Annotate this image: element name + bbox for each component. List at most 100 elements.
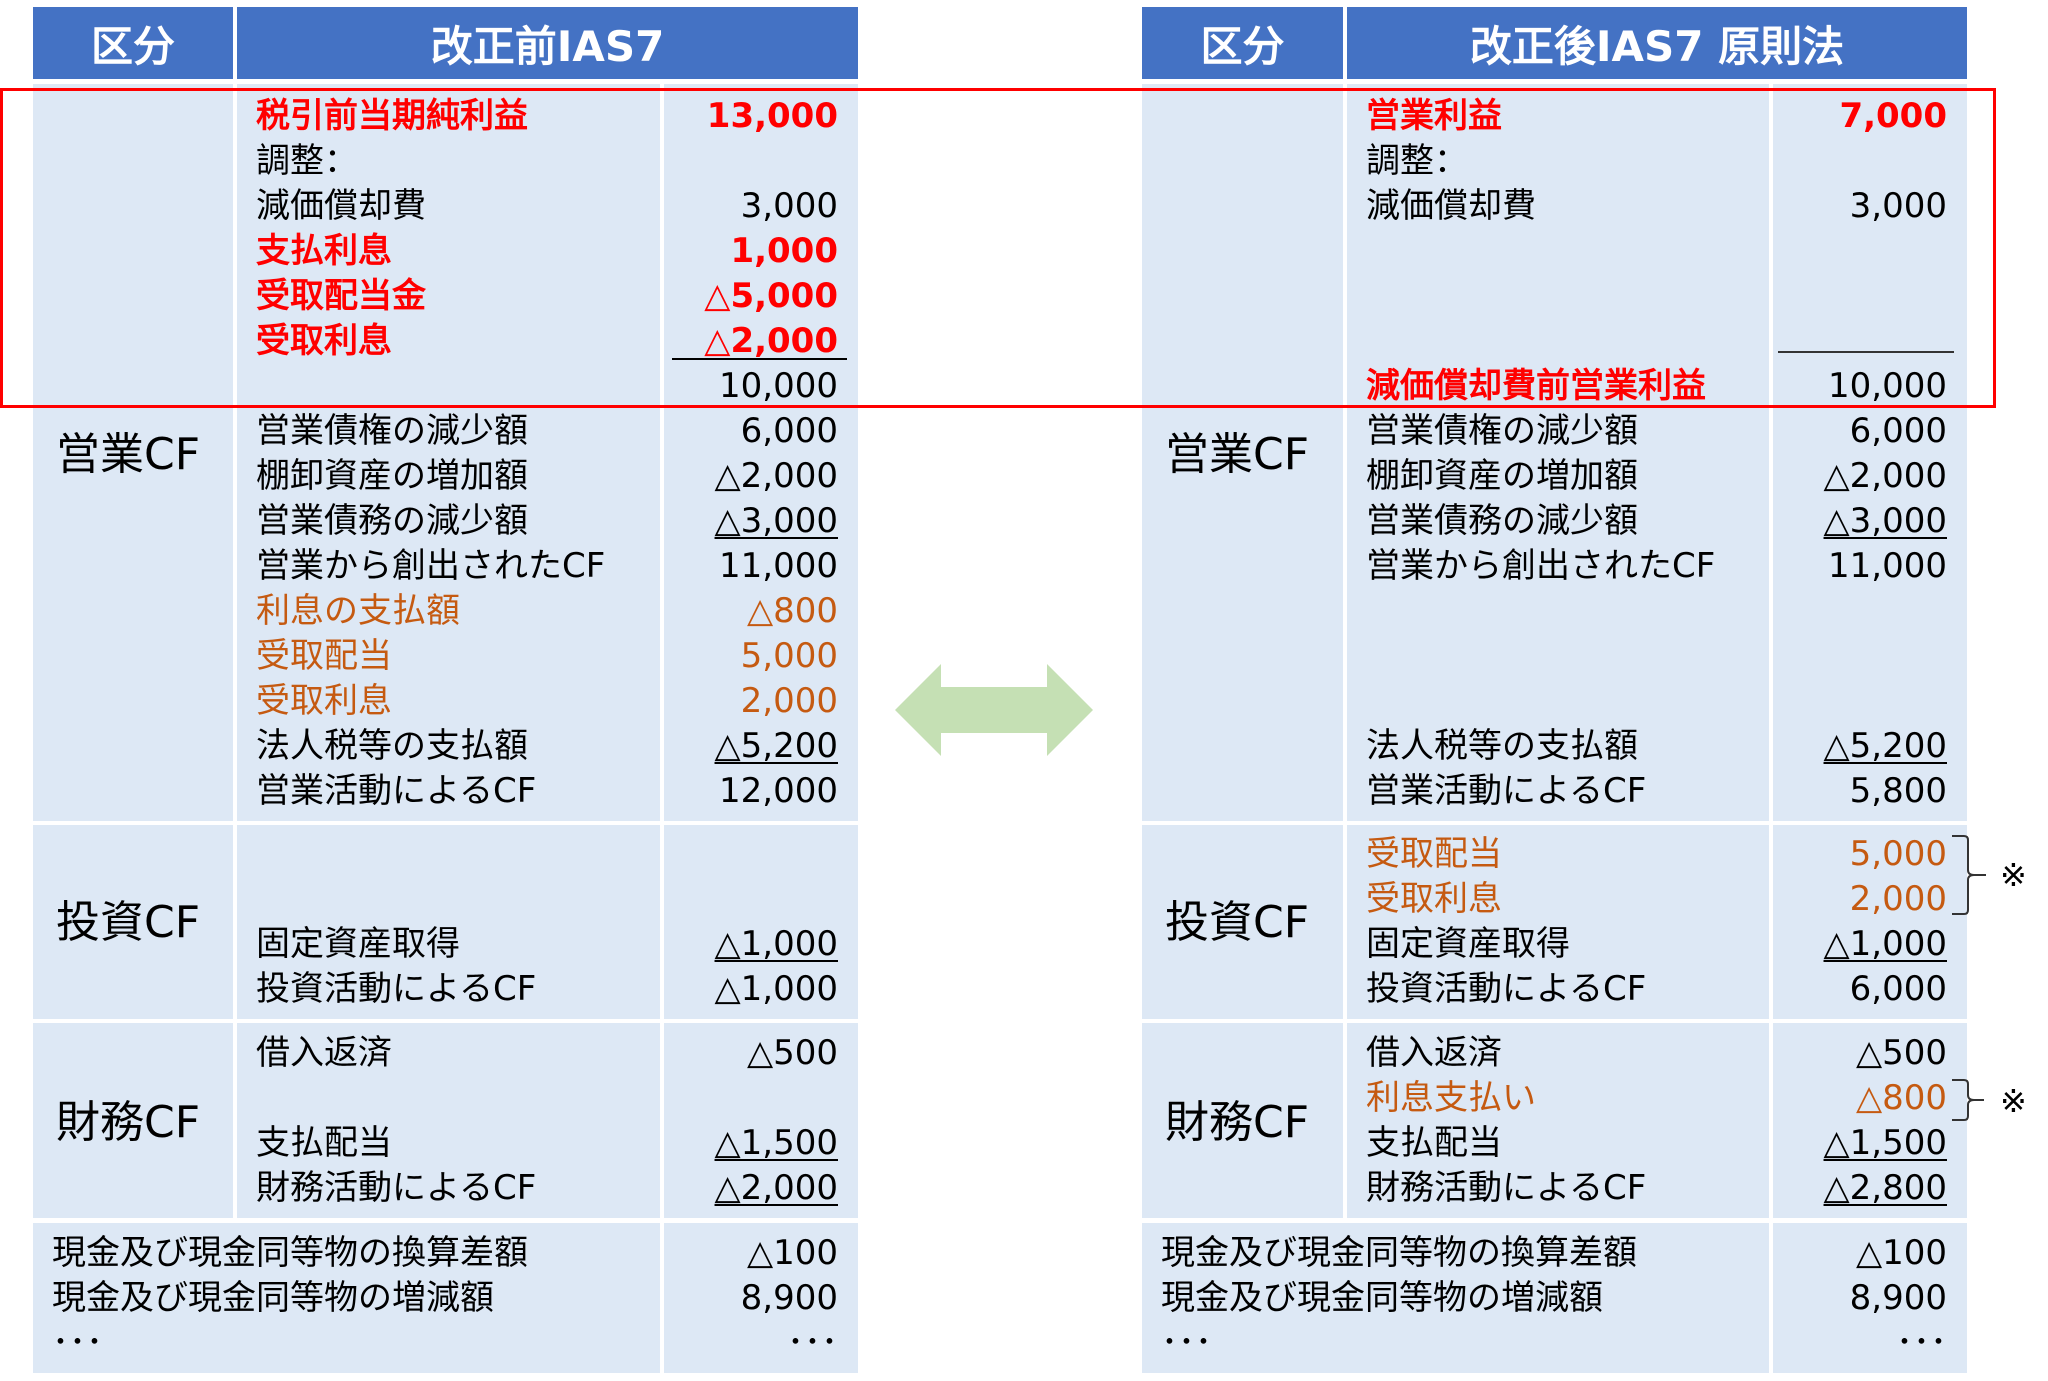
left-op-label: 営業から創出されたCF [256,546,606,586]
right-inv-value: △1,000 [1773,922,1947,967]
right-fin-label: 利息支払い [1366,1078,1536,1118]
right-op-value: △5,200 [1773,724,1947,769]
left-op-value: △5,200 [664,724,838,769]
left-section-investing: 投資CF [56,897,201,948]
left-op-label: 受取配当 [256,636,392,676]
left-financing-label-cell [237,1023,660,1218]
left-bottom-ellipsis: ･･･ [52,1323,103,1363]
left-op-label: 利息の支払額 [256,591,460,631]
right-op-value: 6,000 [1849,411,1947,451]
left-op-label: 営業活動によるCF [256,771,537,811]
right-op-value: 5,800 [1849,771,1947,811]
right-op-label: 棚卸資産の増加額 [1366,456,1638,496]
left-op-value: △2,000 [714,456,838,496]
left-op-value: 5,000 [740,636,838,676]
left-financing-value-cell [664,1023,858,1218]
right-inv-label: 固定資産取得 [1366,924,1570,964]
left-op-value: △800 [746,591,838,631]
right-op-label: 営業債務の減少額 [1366,501,1638,541]
underlined-value: △3,000 [714,501,838,541]
left-op-label: 法人税等の支払額 [256,726,528,766]
right-inv-value: 5,000 [1849,834,1947,874]
right-bottom-ellipsis-value: ･･･ [1896,1323,1947,1363]
left-investing-value-cell [664,825,858,1019]
left-inv-label: 固定資産取得 [256,924,460,964]
double-arrow-icon [895,664,1093,756]
right-investing-value-cell [1773,825,1967,1019]
right-inv-label: 受取利息 [1366,879,1502,919]
left-bottom-ellipsis-value: ･･･ [787,1323,838,1363]
right-adj-subtotal: 10,000 [1828,366,1947,406]
right-header-title: 改正後IAS7 原則法 [1347,7,1967,79]
left-header-category: 区分 [33,7,233,79]
right-op-label: 営業から創出されたCF [1366,546,1716,586]
right-bottom-ellipsis: ･･･ [1161,1323,1212,1363]
right-operating-label-cell [1347,84,1769,821]
left-adj-label: 税引前当期純利益 [256,96,528,136]
right-financing-value-cell [1773,1023,1967,1218]
right-bottom-value: 8,900 [1849,1278,1947,1318]
left-adj-label: 支払利息 [256,231,392,271]
right-fin-value: △500 [1855,1033,1947,1073]
left-bottom-label-cell [33,1223,660,1373]
underlined-value: △1,500 [714,1123,838,1163]
left-section-operating: 営業CF [56,429,201,480]
left-fin-value: △500 [746,1033,838,1073]
left-bottom-label: 現金及び現金同等物の換算差額 [52,1233,528,1273]
right-brace-icon [1952,835,1986,915]
left-adj-label: 減価償却費 [256,186,426,226]
left-adj-value: 13,000 [706,96,838,136]
left-adj-value: △5,000 [704,276,838,316]
right-bottom-label-cell [1142,1223,1769,1373]
left-op-label: 営業債権の減少額 [256,411,528,451]
right-inv-value: 6,000 [1849,969,1947,1009]
left-adj-label: 受取配当金 [256,276,426,316]
right-fin-label: 支払配当 [1366,1123,1502,1163]
left-op-value: 11,000 [719,546,838,586]
left-inv-value: △1,000 [664,922,838,967]
right-brace-icon [1952,1079,1984,1121]
right-section-financing: 財務CF [1165,1097,1310,1148]
left-op-value: 6,000 [740,411,838,451]
right-section-operating: 営業CF [1165,429,1310,480]
right-investing-category-cell [1142,825,1343,1019]
right-fin-value: △2,800 [1773,1166,1947,1211]
right-bottom-value-cell [1773,1223,1967,1373]
right-bottom-label: 現金及び現金同等物の増減額 [1161,1278,1603,1318]
right-op-value: △3,000 [1773,499,1947,544]
left-bottom-value: △100 [746,1233,838,1273]
right-adj-label: 減価償却費 [1366,186,1536,226]
left-fin-label: 借入返済 [256,1033,392,1073]
right-financing-category-cell [1142,1023,1343,1218]
right-operating-category-cell [1142,84,1343,821]
left-section-financing: 財務CF [56,1097,201,1148]
left-inv-value: △1,000 [714,969,838,1009]
left-adj-value: 3,000 [740,186,838,226]
right-fin-label: 財務活動によるCF [1366,1168,1647,1208]
right-fin-label: 借入返済 [1366,1033,1502,1073]
left-fin-label: 財務活動によるCF [256,1168,537,1208]
right-fin-value: △1,500 [1773,1121,1947,1166]
left-operating-label-cell [237,84,660,821]
right-fin-value: △800 [1855,1078,1947,1118]
left-adj-subtotal: 10,000 [719,366,838,406]
right-op-value: △2,000 [1823,456,1947,496]
right-adj-value: 7,000 [1839,96,1947,136]
left-investing-category-cell [33,825,233,1019]
note-mark: ※ [2000,856,2027,894]
left-header-title: 改正前IAS7 [237,7,858,79]
right-financing-label-cell [1347,1023,1769,1218]
underlined-value: △1,000 [1823,924,1947,964]
right-adj-label: 調整： [1366,141,1468,181]
subtotal-rule [672,358,847,360]
left-fin-value: △1,500 [664,1121,838,1166]
left-investing-label-cell [237,825,660,1019]
left-adj-label: 調整： [256,141,358,181]
right-investing-label-cell [1347,825,1769,1019]
underlined-value: △1,000 [714,924,838,964]
note-mark: ※ [2000,1082,2027,1120]
underlined-value: △5,200 [1823,726,1947,766]
left-inv-label: 投資活動によるCF [256,969,537,1009]
left-op-value: △3,000 [664,499,838,544]
right-inv-value: 2,000 [1849,879,1947,919]
